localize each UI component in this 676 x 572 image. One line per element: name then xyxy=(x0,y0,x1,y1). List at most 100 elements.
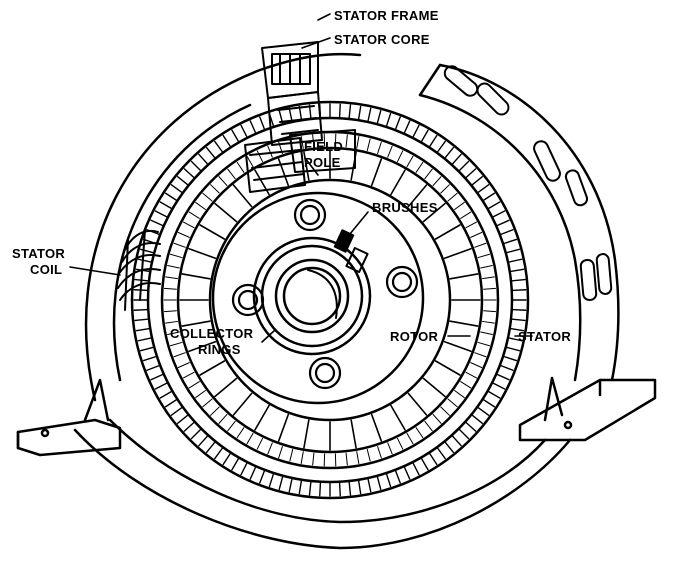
rotor-pole-divider xyxy=(277,413,290,442)
stator-tooth xyxy=(509,327,525,332)
stator-tooth xyxy=(509,268,525,273)
label-brushes: BRUSHES xyxy=(372,200,438,215)
stator-tooth xyxy=(214,140,224,154)
stator-tooth xyxy=(159,390,174,399)
rotor-winding-slot xyxy=(406,432,414,445)
rotor-pole-divider xyxy=(390,404,406,431)
stator-tooth xyxy=(476,184,490,194)
rotor-winding-slot xyxy=(165,320,178,324)
rotor-winding-slot xyxy=(246,432,254,445)
stator-tooth xyxy=(154,210,169,219)
collector-rings xyxy=(252,236,372,356)
rotor-pole-divider xyxy=(214,377,238,398)
rotor-winding-slot xyxy=(188,381,200,389)
rotor-winding-slot xyxy=(447,398,458,408)
rotor-winding-slot xyxy=(312,452,315,466)
stator-tooth xyxy=(170,184,184,194)
label-stator-coil-1: STATOR xyxy=(12,246,65,261)
rotor-winding-slot xyxy=(163,310,177,313)
rotor-hub xyxy=(211,191,425,405)
rotor-pole-divider xyxy=(181,273,211,280)
stator-tooth xyxy=(205,146,217,160)
stator-tooth xyxy=(133,308,149,311)
rotor-winding-slot xyxy=(415,161,424,173)
stator-tooth xyxy=(376,109,382,125)
label-field-pole-2: POLE xyxy=(304,155,341,170)
rotor-pole-divider xyxy=(188,247,217,260)
stator-tooth xyxy=(436,446,446,460)
stator-tooth xyxy=(164,192,179,202)
rotor-winding-slot xyxy=(177,231,190,238)
stator-tooth xyxy=(183,421,196,432)
stator-tooth xyxy=(367,477,372,493)
stator-tooth xyxy=(495,219,510,227)
stator-tooth xyxy=(499,229,514,236)
rotor-pole-divider xyxy=(434,224,461,240)
stator-tooth xyxy=(150,219,165,227)
stator-tooth xyxy=(394,469,401,484)
stator-tooth xyxy=(135,327,151,332)
stator-tooth xyxy=(231,456,240,471)
rotor-winding-slot xyxy=(432,176,442,187)
label-stator-coil-2: COIL xyxy=(30,262,62,277)
rotor-winding-slot xyxy=(167,264,180,269)
rotor-winding-slot xyxy=(474,242,487,248)
stator-tooth xyxy=(428,134,438,149)
rotor-winding-slot xyxy=(345,452,348,466)
stator-tooth xyxy=(139,346,155,352)
rotor-winding-slot xyxy=(218,413,228,424)
stator-tooth xyxy=(319,481,322,497)
rotor-winding-slot xyxy=(202,398,213,408)
rotor-winding-slot xyxy=(477,253,491,259)
rotor-winding-slot xyxy=(406,155,414,168)
stator-tooth xyxy=(403,465,411,480)
rotor-winding-slot xyxy=(477,341,491,347)
stator-tooth xyxy=(278,475,284,491)
rotor-winding-slot xyxy=(366,448,371,462)
rotor-winding-slot xyxy=(377,141,382,155)
label-rotor: ROTOR xyxy=(390,329,439,344)
stator-tooth xyxy=(288,477,293,493)
label-stator: STATOR xyxy=(518,329,571,344)
rotor-winding-slot xyxy=(483,287,497,290)
stator-tooth xyxy=(451,434,462,447)
stator-tooth xyxy=(510,318,526,322)
stator-tooth xyxy=(338,481,341,497)
stator-tooth xyxy=(403,120,411,135)
rotor-pole-divider xyxy=(434,360,461,376)
stator-tooth xyxy=(507,337,523,342)
stator-tooth xyxy=(268,472,275,488)
rotor-winding-slot xyxy=(483,310,497,313)
stator-tooth xyxy=(222,451,232,466)
rotor-pole-divider xyxy=(370,158,383,187)
rotor-winding-slot xyxy=(440,406,450,416)
rotor-pole-divider xyxy=(303,419,310,449)
stator-tooth xyxy=(502,355,518,362)
rotor-pole-divider xyxy=(449,273,479,280)
stator-tooth xyxy=(288,107,293,123)
rotor-winding-slot xyxy=(465,221,478,229)
stator-tooth xyxy=(134,318,150,322)
stator-tooth xyxy=(348,104,352,120)
stator-tooth xyxy=(428,451,438,466)
rotor-pole-divider xyxy=(214,202,238,223)
stator-core-teeth xyxy=(133,103,527,497)
rotor-winding-slot xyxy=(300,451,304,464)
rotor-winding-slot xyxy=(256,150,263,163)
rotor-pole-divider xyxy=(350,419,357,449)
stator-tooth xyxy=(470,413,484,425)
stator-tooth xyxy=(231,129,240,144)
rotor-winding-slot xyxy=(202,192,213,202)
stator-frame-cutaway xyxy=(261,41,323,146)
rotor-winding-slot xyxy=(165,276,178,280)
stator-tooth xyxy=(240,124,249,139)
label-stator-core: STATOR CORE xyxy=(334,32,430,47)
stator-tooth xyxy=(183,168,196,179)
rotor-winding-slot xyxy=(210,406,220,416)
stator-tooth xyxy=(150,373,165,381)
label-collector-rings-2: RINGS xyxy=(198,342,241,357)
left-foot xyxy=(16,378,122,457)
rotor-winding-slot xyxy=(167,331,180,336)
rotor-winding-slot xyxy=(227,420,236,432)
stator-tooth xyxy=(476,406,490,416)
